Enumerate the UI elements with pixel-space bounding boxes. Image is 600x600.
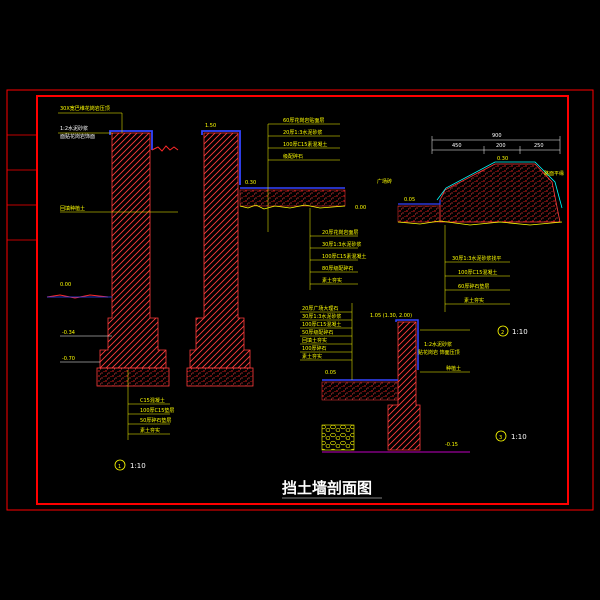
grass-1	[151, 145, 179, 152]
s1-elev-ground: 0.00	[60, 282, 71, 288]
s3-curb-note: 广场砖	[377, 178, 392, 185]
s4-scale-circle	[495, 430, 507, 442]
s2-elev-d: 0.00	[355, 205, 366, 211]
s1-elev-a: -0.34	[62, 330, 75, 336]
s4-elev-top: 1.05 (1.30, 2.00)	[370, 313, 412, 319]
s4-label-4: 回填土夯实	[302, 337, 327, 344]
s3-scale-circle	[497, 325, 509, 337]
s1-elev-b: -0.70	[62, 356, 75, 362]
s1-bottom-label-3: 素土夯实	[140, 427, 160, 434]
s3-elev-left: 0.05	[404, 197, 415, 203]
right-leaders-4	[420, 329, 470, 373]
s2-top-label-3: 级配碎石	[283, 153, 303, 160]
mound-3-edge	[436, 161, 563, 209]
s3-dim-3: 250	[534, 143, 544, 149]
s4-label-6: 素土夯实	[302, 353, 322, 360]
s1-top-note3: 面贴花岗岩饰面	[60, 133, 95, 140]
s4-right-label-1: 贴花岗岩 饰面压顶	[418, 349, 460, 356]
section-1: 30X宽巴维花岗岩压顶 1:2水泥砂浆 面贴花岗岩饰面 回填种植土 0.00 -…	[46, 105, 179, 471]
pave-4-stone	[321, 424, 355, 451]
s3-layer-2: 60厚碎石垫层	[458, 283, 489, 290]
s2-mid-label-1: 30厚1:3水泥砂浆	[322, 241, 361, 248]
grass-1b	[46, 294, 109, 299]
leaders-3	[444, 225, 510, 312]
section-3: 900 450 200 250 0.30 路面平缘 广场砖 0.05 30厚1:…	[377, 133, 564, 337]
dim-lines-3	[431, 136, 561, 154]
s4-label-2: 100厚C15混凝土	[302, 321, 341, 328]
s1-backfill: 回填种植土	[60, 205, 85, 212]
s4-label-3: 50厚级配碎石	[302, 329, 333, 336]
s2-elev-step: 0.30	[245, 180, 256, 186]
pave-2-layers	[239, 189, 346, 207]
s3-scale-num: 2	[501, 330, 504, 336]
s1-bottom-label-2: 50厚碎石垫层	[140, 417, 171, 424]
wall-2-cap	[201, 130, 241, 185]
pave-2-bed	[239, 204, 346, 210]
mound-3	[439, 163, 561, 223]
mid-leaders-2	[309, 208, 358, 290]
footing-1-gravel	[96, 367, 170, 387]
s3-layer-1: 100厚C15混凝土	[458, 269, 497, 276]
s3-scale: 1:10	[512, 328, 528, 336]
mound-3-base	[397, 205, 441, 223]
inner-frame	[36, 95, 569, 505]
footing-2-gravel	[186, 367, 254, 387]
s2-mid-label-3: 80厚级配碎石	[322, 265, 353, 272]
s1-scale: 1:10	[130, 462, 146, 470]
s3-elev-top: 0.30	[497, 156, 508, 162]
top-leaders-2	[267, 123, 340, 232]
s4-label-0: 20厚广场大理石	[302, 305, 338, 312]
s3-edge-note: 路面平缘	[544, 170, 564, 177]
s1-bottom-label-0: C15混凝土	[140, 397, 165, 404]
wall-1-body	[99, 132, 167, 369]
drawing-title: 挡土墙剖面图	[282, 479, 372, 497]
leaders-4	[300, 311, 352, 361]
s1-top-note2: 1:2水泥砂浆	[60, 125, 88, 132]
s1-top-note: 30X宽巴维花岗岩压顶	[60, 105, 110, 112]
s4-scale-num: 3	[499, 435, 502, 441]
section-2: 1.50 0.30 0.00 60厚花岗岩贴面层 20厚1:3水泥砂浆 100厚…	[186, 117, 366, 387]
title-block	[7, 134, 37, 241]
s2-top-label-2: 100厚C15素混凝土	[283, 141, 327, 148]
s4-right-label-0: 1:2水泥砂浆	[424, 341, 452, 348]
s2-elev-top: 1.50	[205, 123, 216, 129]
mound-3-pave	[398, 200, 441, 205]
bottom-leaders-1	[128, 403, 170, 435]
s4-label-5: 100厚碎石	[302, 345, 327, 352]
pave-4-layers	[321, 381, 399, 401]
s2-mid-label-0: 20厚花岗岩面层	[322, 229, 358, 236]
wall-4-body	[387, 321, 421, 451]
s1-scale-circle	[114, 459, 126, 471]
s4-elev-ground: 0.05	[325, 370, 336, 376]
s2-top-label-0: 60厚花岗岩贴面层	[283, 117, 324, 124]
wall-2-body	[189, 132, 251, 369]
s3-layer-3: 素土夯实	[464, 297, 484, 304]
s3-dim-0: 900	[492, 133, 502, 139]
wall-4-cap	[395, 319, 419, 370]
section-4: 20厚广场大理石 30厚1:3水泥砂浆 100厚C15混凝土 50厚级配碎石 回…	[300, 303, 527, 453]
s2-mid-label-2: 100厚C15素混凝土	[322, 253, 366, 260]
s4-right-label2: 种植土	[446, 365, 461, 372]
s1-bottom-label-1: 100厚C15垫层	[140, 407, 174, 414]
outer-frame	[6, 89, 594, 511]
s1-scale-num: 1	[118, 464, 121, 470]
s2-mid-label-4: 素土夯实	[322, 277, 342, 284]
s4-scale: 1:10	[511, 433, 527, 441]
s4-elev-bottom: -0.15	[445, 442, 458, 448]
mound-3-bed	[397, 220, 563, 226]
s4-label-1: 30厚1:3水泥砂浆	[302, 313, 341, 320]
s3-layer-0: 30厚1:3水泥砂浆找平	[452, 255, 501, 262]
s3-dim-2: 200	[496, 143, 506, 149]
s3-dim-1: 450	[452, 143, 462, 149]
s2-top-label-1: 20厚1:3水泥砂浆	[283, 129, 322, 136]
